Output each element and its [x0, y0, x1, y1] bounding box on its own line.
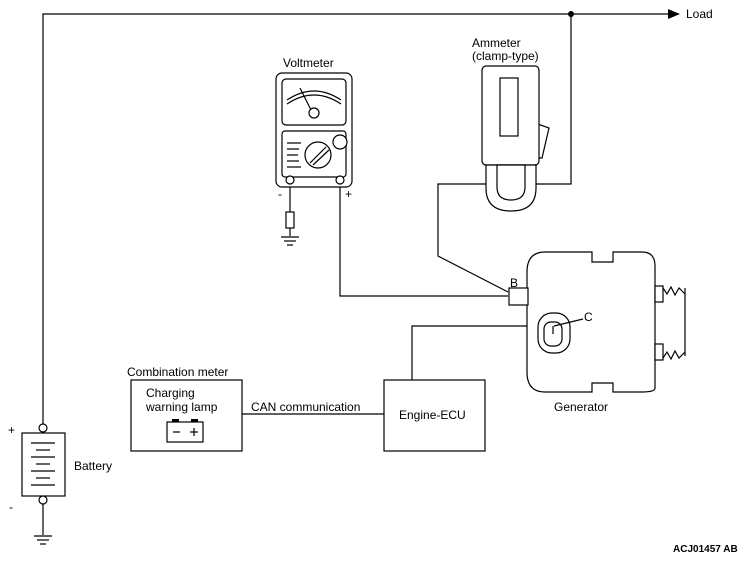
wire-battery-to-load: [42, 13, 668, 425]
load-arrow-head: [668, 9, 680, 19]
voltmeter-minus-sign: -: [278, 187, 282, 201]
terminal-c-label: C: [584, 310, 593, 324]
wire-voltmeter-plus-to-b: [339, 180, 508, 297]
terminal-b-label: B: [510, 276, 518, 290]
charging-warning-label-line2: warning lamp: [145, 400, 218, 414]
combination-meter-label: Combination meter: [127, 365, 228, 379]
ground-icon: [281, 236, 299, 246]
generator-label: Generator: [554, 400, 608, 414]
battery-label: Battery: [74, 459, 112, 473]
wiring: [42, 9, 680, 535]
voltmeter-plus-terminal: [335, 175, 345, 185]
ammeter-label-line1: Ammeter: [472, 36, 521, 50]
voltmeter-label: Voltmeter: [283, 56, 334, 70]
wire-ammeter-to-b: [437, 183, 509, 293]
battery-warning-icon: [166, 419, 204, 443]
battery: + - Battery: [8, 423, 112, 514]
battery-plus-terminal: [38, 423, 48, 433]
terminal-c-leader: [553, 318, 584, 327]
generator: B C Generator: [508, 251, 686, 414]
engine-ecu-label: Engine-ECU: [399, 408, 466, 422]
battery-minus-sign: -: [9, 500, 13, 514]
wire-c-to-ecu: [411, 325, 553, 380]
voltmeter-plus-sign: +: [345, 187, 352, 201]
engine-ecu: Engine-ECU: [383, 379, 486, 452]
can-communication-label: CAN communication: [251, 400, 360, 414]
figure-code: ACJ01457 AB: [673, 544, 738, 555]
ground-icon: [34, 535, 52, 545]
generator-b-terminal: [508, 287, 529, 306]
voltmeter-minus-terminal: [285, 175, 295, 185]
load-label: Load: [686, 7, 713, 21]
battery-plus-sign: +: [8, 423, 15, 437]
ammeter-label-line2: (clamp-type): [472, 49, 539, 63]
resistor-icon: [285, 211, 295, 229]
battery-minus-terminal: [38, 495, 48, 505]
ammeter: Ammeter (clamp-type): [472, 36, 550, 212]
charging-warning-label-line1: Charging: [146, 386, 195, 400]
combination-meter: Combination meter Charging warning lamp: [127, 365, 243, 452]
wire-junction-to-ammeter: [536, 14, 572, 185]
voltmeter: Voltmeter - +: [275, 56, 353, 201]
